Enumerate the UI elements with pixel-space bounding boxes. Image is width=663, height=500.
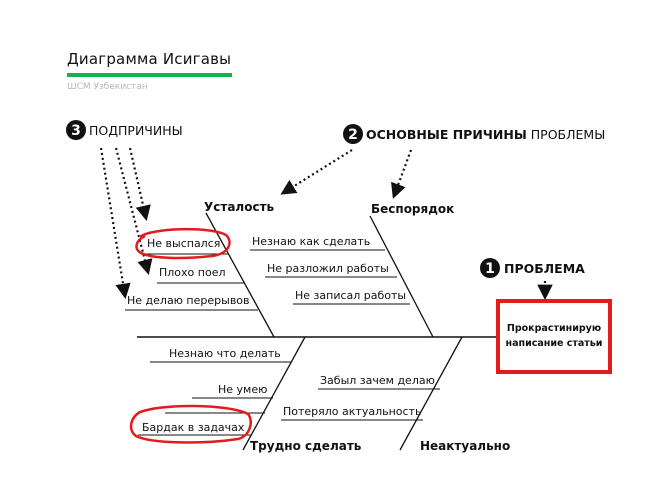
category-hard: Трудно сделать Незнаю что делать Не умею… <box>138 336 362 453</box>
arrow-to-sub-3 <box>99 147 131 300</box>
cause-hard-2: Не умею <box>218 383 267 396</box>
page-subtitle: ШСМ Узбекистан <box>67 82 148 92</box>
problem-text-line-2: написание статьи <box>506 338 603 349</box>
cause-mess-2: Не разложил работы <box>267 262 389 275</box>
problem-text-line-1: Прокрастинирую <box>507 323 601 334</box>
category-irrelevant-label: Неактуально <box>420 439 510 453</box>
category-fatigue: Усталость Не выспался Плохо поел Не дела… <box>125 200 275 338</box>
arrow-to-sub-1 <box>128 147 151 222</box>
legend-problem: 1 ПРОБЛЕМА <box>480 258 585 278</box>
highlight-marks <box>129 227 252 444</box>
highlight-ellipse-task-mess <box>129 404 252 444</box>
number-badge-1-text: 1 <box>485 261 495 277</box>
cause-mess-1: Незнаю как сделать <box>252 235 370 248</box>
problem-box: Прокрастинирую написание статьи <box>496 299 612 374</box>
highlight-ellipse-not-slept <box>135 227 231 260</box>
bone-fatigue <box>205 212 275 338</box>
title-underline <box>67 73 232 77</box>
cause-fatigue-3: Не делаю перерывов <box>127 294 250 307</box>
problem-box-border <box>496 299 612 374</box>
arrow-to-fatigue <box>280 149 353 195</box>
category-mess-label: Беспорядок <box>371 202 454 216</box>
cause-irrelevant-2: Потеряло актуальность <box>283 405 421 418</box>
number-badge-2 <box>343 124 363 144</box>
page-title: Диаграмма Исигавы <box>67 50 231 68</box>
cause-irrelevant-1: Забыл зачем делаю <box>320 374 435 387</box>
number-badge-1 <box>480 258 500 278</box>
subcauses-label: ПОДПРИЧИНЫ <box>89 123 183 138</box>
main-causes-label-bold: ОСНОВНЫЕ ПРИЧИНЫ <box>366 127 527 142</box>
number-badge-3 <box>66 120 86 140</box>
cause-fatigue-1: Не выспался <box>147 237 220 250</box>
category-irrelevant: Неактуально Забыл зачем делаю Потеряло а… <box>281 336 510 453</box>
bone-mess <box>369 215 434 338</box>
cause-hard-1: Незнаю что делать <box>169 347 281 360</box>
dotted-arrows <box>99 147 553 301</box>
category-fatigue-label: Усталость <box>204 200 275 214</box>
problem-label: ПРОБЛЕМА <box>504 261 585 276</box>
arrow-to-sub-2 <box>114 147 153 275</box>
number-badge-3-text: 3 <box>71 123 81 139</box>
cause-fatigue-2: Плохо поел <box>159 266 226 279</box>
arrow-to-mess <box>391 149 413 199</box>
cause-hard-3: Бардак в задачах <box>142 421 245 434</box>
category-mess: Беспорядок Незнаю как сделать Не разложи… <box>250 202 454 338</box>
bone-hard <box>242 336 306 451</box>
number-badge-2-text: 2 <box>348 127 358 143</box>
legend-subcauses: 3 ПОДПРИЧИНЫ <box>66 120 183 140</box>
main-causes-label: ОСНОВНЫЕ ПРИЧИНЫ ПРОБЛЕМЫ <box>366 127 605 142</box>
cause-mess-3: Не записал работы <box>295 289 406 302</box>
main-causes-label-rest: ПРОБЛЕМЫ <box>527 127 605 142</box>
bone-irrelevant <box>399 336 463 451</box>
legend-main-causes: 2 ОСНОВНЫЕ ПРИЧИНЫ ПРОБЛЕМЫ <box>343 124 605 144</box>
category-hard-label: Трудно сделать <box>250 439 362 453</box>
